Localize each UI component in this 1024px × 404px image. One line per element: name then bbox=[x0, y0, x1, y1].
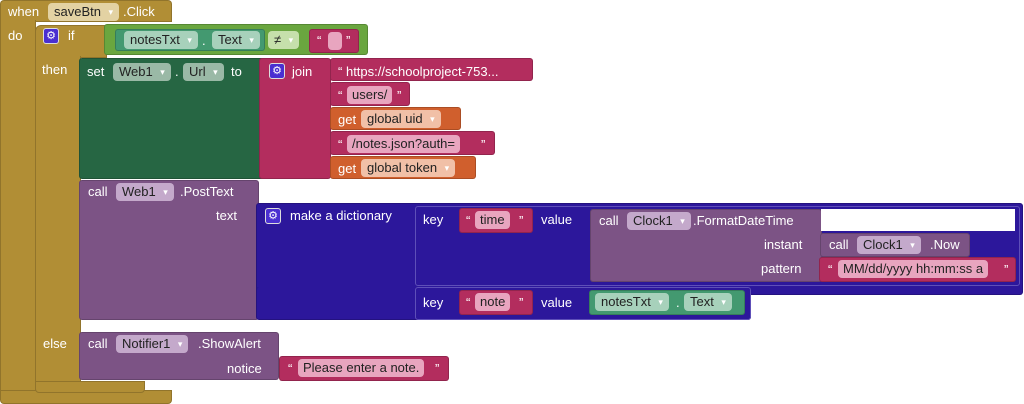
else-label: else bbox=[43, 336, 67, 351]
if-block-bottom bbox=[35, 381, 145, 393]
empty-space bbox=[821, 209, 1015, 231]
call-web1-posttext-block[interactable] bbox=[79, 180, 259, 320]
component-dropdown-saveBtn[interactable]: saveBtn bbox=[48, 3, 119, 21]
text-value-time[interactable]: time bbox=[475, 211, 510, 229]
close-quote: ” bbox=[481, 137, 486, 152]
dot: . bbox=[175, 64, 179, 79]
key-label: key bbox=[423, 212, 444, 227]
mutator-gear-icon[interactable]: ⚙ bbox=[269, 63, 285, 79]
close-quote: ” bbox=[397, 88, 402, 103]
variable-dropdown-token[interactable]: global token bbox=[361, 159, 456, 177]
close-quote: ” bbox=[519, 295, 524, 310]
do-label: do bbox=[8, 28, 23, 43]
component-dropdown-web1[interactable]: Web1 bbox=[116, 183, 174, 201]
open-quote: “ bbox=[288, 361, 293, 376]
open-quote: “ bbox=[466, 213, 471, 228]
open-quote: “ bbox=[317, 33, 322, 48]
call-label: call bbox=[88, 336, 108, 351]
then-label: then bbox=[42, 62, 68, 77]
call-label: call bbox=[599, 213, 619, 228]
text-block-url[interactable] bbox=[330, 58, 533, 81]
if-block-body bbox=[35, 56, 81, 383]
value-label: value bbox=[541, 212, 573, 227]
get-label: get bbox=[338, 161, 357, 176]
method-name: .FormatDateTime bbox=[693, 213, 794, 228]
text-value-empty[interactable] bbox=[328, 32, 342, 50]
text-value-notes-json[interactable]: /notes.json?auth= bbox=[347, 135, 460, 153]
dot: . bbox=[202, 33, 206, 48]
when-label: when bbox=[8, 4, 40, 19]
pattern-label: pattern bbox=[761, 261, 802, 276]
text-value-pattern[interactable]: MM/dd/yyyy hh:mm:ss a bbox=[838, 260, 989, 278]
dictionary-label: make a dictionary bbox=[290, 208, 392, 223]
key-label: key bbox=[423, 295, 444, 310]
if-label: if bbox=[68, 28, 75, 43]
property-dropdown-text[interactable]: Text bbox=[212, 31, 260, 49]
join-label: join bbox=[292, 64, 313, 79]
text-value[interactable]: https://schoolproject-753... bbox=[345, 64, 499, 79]
text-value-message[interactable]: Please enter a note. bbox=[298, 359, 425, 377]
open-quote: “ bbox=[828, 262, 833, 277]
method-name: .ShowAlert bbox=[198, 336, 261, 351]
text-url: “ https://schoolproject-753... bbox=[338, 64, 498, 80]
component-dropdown-clock1[interactable]: Clock1 bbox=[627, 212, 691, 230]
call-label: call bbox=[829, 237, 849, 252]
to-label: to bbox=[231, 64, 242, 79]
component-dropdown-notifier1[interactable]: Notifier1 bbox=[116, 335, 189, 353]
text-value-users[interactable]: users/ bbox=[347, 86, 393, 104]
open-quote: “ bbox=[466, 295, 471, 310]
operator-dropdown[interactable]: ≠ bbox=[268, 31, 300, 49]
property-dropdown-text[interactable]: Text bbox=[684, 293, 732, 311]
text-value-note[interactable]: note bbox=[475, 293, 511, 311]
instant-label: instant bbox=[764, 237, 803, 252]
close-quote: ” bbox=[435, 361, 440, 376]
dot: . bbox=[676, 295, 680, 310]
close-quote: ” bbox=[519, 213, 524, 228]
open-quote: “ bbox=[338, 137, 343, 152]
event-name: .Click bbox=[123, 4, 155, 19]
method-name: .Now bbox=[930, 237, 960, 252]
component-dropdown-clock1[interactable]: Clock1 bbox=[857, 236, 921, 254]
notice-label: notice bbox=[227, 361, 262, 376]
close-quote: ” bbox=[1004, 262, 1009, 277]
method-name: .PostText bbox=[180, 184, 234, 199]
component-dropdown-notesTxt[interactable]: notesTxt bbox=[595, 293, 669, 311]
call-label: call bbox=[88, 184, 108, 199]
variable-dropdown-uid[interactable]: global uid bbox=[361, 110, 441, 128]
component-dropdown-notesTxt[interactable]: notesTxt bbox=[124, 31, 198, 49]
set-label: set bbox=[87, 64, 105, 79]
get-label: get bbox=[338, 112, 357, 127]
component-dropdown-web1[interactable]: Web1 bbox=[113, 63, 171, 81]
text-arg-label: text bbox=[216, 208, 237, 223]
mutator-gear-icon[interactable]: ⚙ bbox=[43, 28, 59, 44]
call-notifier1-showalert-block[interactable] bbox=[79, 332, 279, 380]
mutator-gear-icon[interactable]: ⚙ bbox=[265, 208, 281, 224]
value-label: value bbox=[541, 295, 573, 310]
open-quote: “ bbox=[338, 64, 343, 79]
open-quote: “ bbox=[338, 88, 343, 103]
event-block-body bbox=[0, 20, 36, 392]
property-dropdown-url[interactable]: Url bbox=[183, 63, 224, 81]
close-quote: ” bbox=[346, 33, 351, 48]
set-web1-url-block[interactable] bbox=[79, 58, 271, 179]
